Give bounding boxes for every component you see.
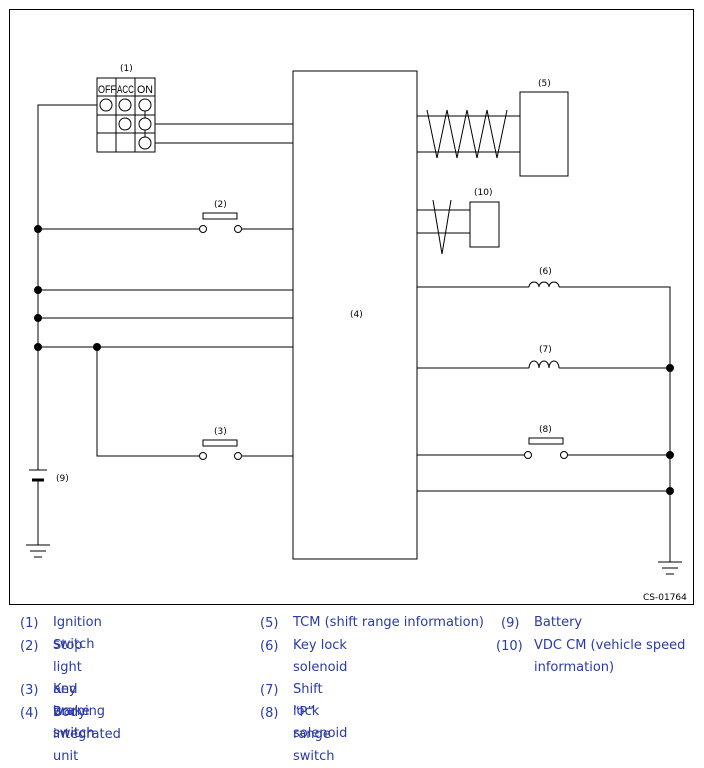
legend-text: Body integrated unit [53,705,121,764]
switch-position-on: ON [137,84,153,96]
shift-lock-solenoid-label: (7) [539,345,552,355]
tcm-signal-wave [426,109,508,159]
p-range-switch-label: (8) [539,425,552,435]
vdc-cm-label: (10) [474,188,492,198]
vdc-cm-box [469,201,500,248]
battery-label: (9) [56,474,69,484]
legend: (1) Ignition switch (2) Stop light and b… [0,612,704,764]
ignition-switch-label: (1) [120,64,133,74]
legend-number: (5) [260,616,279,631]
body-integrated-unit-box [292,70,418,560]
legend-number: (8) [260,706,279,721]
legend-number: (6) [260,639,279,654]
switch-contact [234,452,242,460]
ground-symbol [26,544,50,558]
vdc-signal-wave [432,199,452,255]
tcm-label: (5) [538,79,551,89]
switch-position-off: OFF [98,84,116,96]
legend-number: (7) [260,683,279,698]
ignition-switch [96,77,156,153]
legend-number: (9) [501,616,520,631]
switch-contact [560,451,568,459]
legend-text: “P” range switch [293,705,335,764]
junction-dot [666,364,674,372]
legend-number: (1) [20,616,39,631]
key-warning-switch-bar [202,439,238,447]
switch-contact [524,451,532,459]
ground-symbol [658,561,682,575]
junction-dot [666,451,674,459]
stop-light-switch-bar [202,212,238,220]
switch-contact [234,225,242,233]
switch-contact [199,225,207,233]
legend-number: (3) [20,683,39,698]
stop-light-switch-label: (2) [214,200,227,210]
key-lock-solenoid-label: (6) [539,267,552,277]
junction-dot [666,487,674,495]
diagram-frame [9,9,694,605]
tcm-box [519,91,569,177]
ignition-off-wire [37,104,97,470]
legend-number: (4) [20,706,39,721]
legend-number: (10) [496,639,523,654]
key-lock-solenoid-coil [528,281,560,288]
shift-lock-solenoid-coil [528,360,560,369]
key-warning-switch-label: (3) [214,427,227,437]
figure-code: CS-01764 [643,593,687,603]
switch-contact [199,452,207,460]
legend-text: Ignition switch [53,615,102,652]
legend-text: Key lock solenoid [293,638,348,675]
wiring-diagram: (4) OFF ACC ON (1) (2) (3 [26,64,687,603]
legend-number: (2) [20,639,39,654]
legend-text: Battery [534,615,583,630]
body-unit-label: (4) [350,310,363,320]
legend-text: VDC CM (vehicle speed information) [534,638,686,675]
legend-text: TCM (shift range information) [293,615,484,630]
switch-position-acc: ACC [117,84,134,96]
p-range-switch-bar [528,437,564,445]
